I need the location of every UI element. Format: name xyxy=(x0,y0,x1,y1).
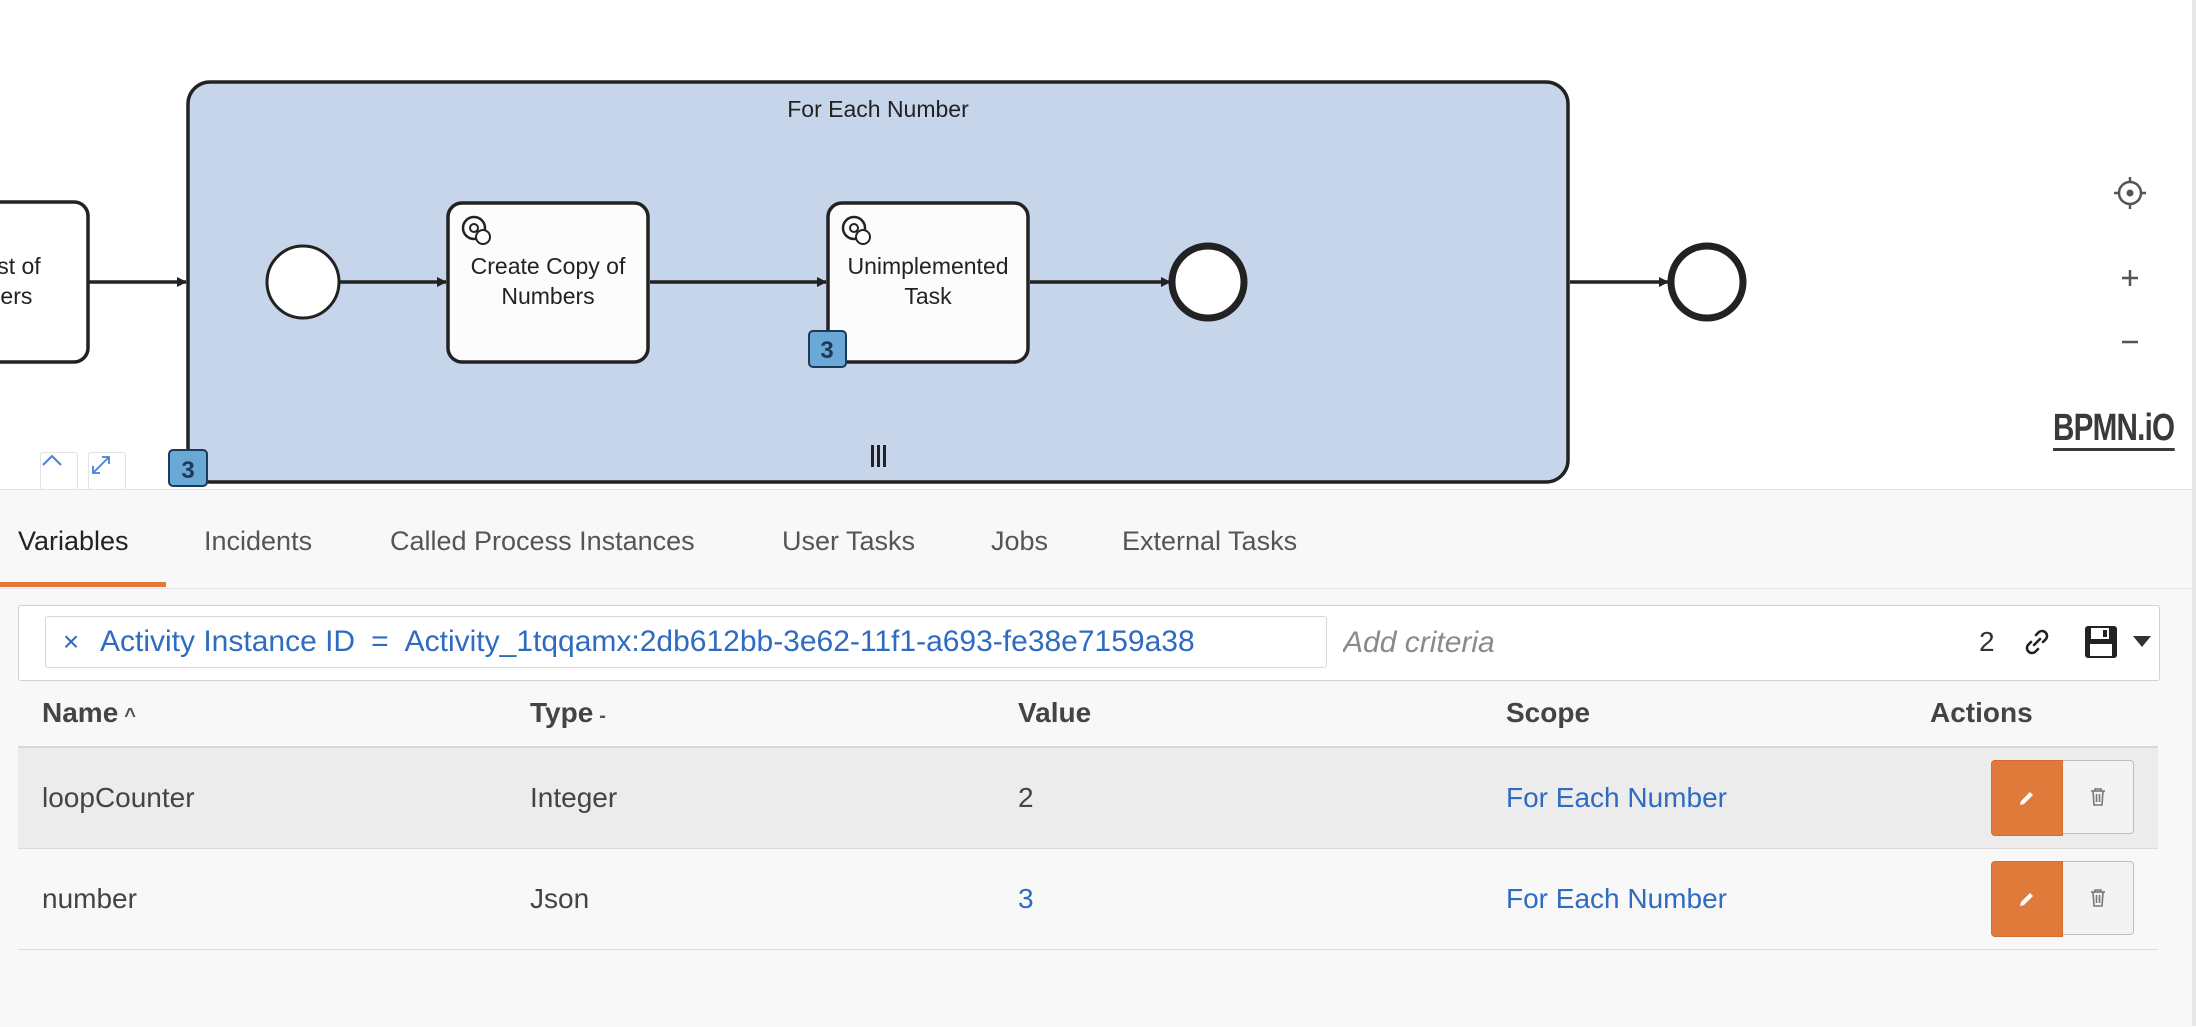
header-name-label: Name xyxy=(42,697,119,728)
end-event[interactable] xyxy=(1667,242,1747,322)
chevron-up-icon xyxy=(42,454,62,466)
cell-type: Json xyxy=(506,848,994,950)
tab-user-tasks[interactable]: User Tasks xyxy=(782,526,916,556)
subprocess-badge-text: 3 xyxy=(181,457,194,484)
task2-badge-text: 3 xyxy=(820,337,833,364)
bpmn-diagram-canvas[interactable]: List of bers For Each Number Create Copy… xyxy=(0,0,2192,489)
delete-variable-button[interactable] xyxy=(2063,760,2134,834)
subprocess-instance-badge[interactable] xyxy=(168,449,208,487)
prev-task-shape[interactable] xyxy=(0,200,90,364)
task2-label-line2: Task xyxy=(904,283,952,309)
tab-incidents[interactable]: Incidents xyxy=(204,526,313,556)
column-header-type[interactable]: Type- xyxy=(506,680,994,748)
table-row: number Json 3 For Each Number xyxy=(18,848,2158,950)
column-header-value: Value xyxy=(994,680,1482,748)
task1-label-line2: Numbers xyxy=(501,283,594,309)
window-right-border xyxy=(2192,0,2196,1026)
task-unimplemented[interactable] xyxy=(826,201,1030,364)
collapse-diagram-button[interactable] xyxy=(40,452,78,489)
table-header-row: Name^ Type- Value Scope Actions xyxy=(18,680,2158,748)
subprocess-title: For Each Number xyxy=(787,96,969,122)
value-link[interactable]: 3 xyxy=(1018,883,1034,914)
remove-filter-icon[interactable]: × xyxy=(62,626,80,657)
inner-end-event[interactable] xyxy=(1168,242,1248,322)
prev-task-label-line1: List of xyxy=(0,253,41,279)
column-header-name[interactable]: Name^ xyxy=(18,680,506,748)
task1-label-line1: Create Copy of xyxy=(471,253,626,279)
trash-icon xyxy=(2091,889,2105,907)
filter-chip-key[interactable]: Activity Instance ID xyxy=(100,625,356,658)
variables-table: Name^ Type- Value Scope Actions loopCoun… xyxy=(18,680,2158,950)
pencil-icon xyxy=(2020,792,2033,805)
delete-variable-button[interactable] xyxy=(2063,861,2134,935)
filter-chip[interactable]: × Activity Instance ID = Activity_1tqqam… xyxy=(45,616,1327,668)
detail-panel: Variables Incidents Called Process Insta… xyxy=(0,489,2192,1027)
edit-variable-button[interactable] xyxy=(1991,861,2063,937)
save-icon[interactable] xyxy=(2081,622,2121,662)
edit-variable-button[interactable] xyxy=(1991,760,2063,836)
tab-jobs[interactable]: Jobs xyxy=(991,526,1049,556)
filter-chip-value[interactable]: Activity_1tqqamx:2db612bb-3e62-11f1-a693… xyxy=(404,625,1195,658)
add-criteria-input[interactable] xyxy=(1341,622,1905,664)
trash-icon xyxy=(2091,788,2105,806)
column-header-scope: Scope xyxy=(1482,680,1906,748)
fullscreen-button[interactable] xyxy=(88,452,126,489)
filter-chip-operator[interactable]: = xyxy=(371,625,389,658)
link-icon[interactable] xyxy=(2019,624,2055,660)
start-event[interactable] xyxy=(265,244,341,320)
cell-value: 2 xyxy=(994,747,1482,849)
search-filter-bar[interactable]: × Activity Instance ID = Activity_1tqqam… xyxy=(18,605,2160,681)
cell-type: Integer xyxy=(506,747,994,849)
bpmn-io-logo[interactable]: BPMN.iO xyxy=(2053,407,2175,451)
prev-task-label-line2: bers xyxy=(0,283,32,309)
task-create-copy[interactable] xyxy=(446,201,650,364)
bpmn-diagram-svg: List of bers For Each Number Create Copy… xyxy=(0,80,1747,487)
gear-icon xyxy=(461,215,491,245)
scope-link[interactable]: For Each Number xyxy=(1506,883,1727,914)
sort-asc-icon[interactable]: ^ xyxy=(124,705,136,727)
sort-none-icon[interactable]: - xyxy=(599,705,606,727)
caret-down-icon[interactable] xyxy=(2133,636,2151,647)
column-header-actions: Actions xyxy=(1906,680,2158,748)
tab-external-tasks[interactable]: External Tasks xyxy=(1122,526,1298,556)
table-row: loopCounter Integer 2 For Each Number xyxy=(18,747,2158,849)
result-count: 2 xyxy=(1979,626,1995,657)
tab-called-process-instances[interactable]: Called Process Instances xyxy=(390,526,695,556)
scope-link[interactable]: For Each Number xyxy=(1506,782,1727,813)
cell-name: number xyxy=(18,848,506,950)
expand-arrows-icon xyxy=(92,456,110,474)
gear-icon xyxy=(841,215,871,245)
parallel-multi-instance-icon xyxy=(871,445,886,467)
cell-name: loopCounter xyxy=(18,747,506,849)
pencil-icon xyxy=(2020,893,2033,906)
header-type-label: Type xyxy=(530,697,594,728)
tab-variables[interactable]: Variables xyxy=(18,526,129,556)
task2-instance-badge[interactable] xyxy=(808,330,847,368)
active-tab-indicator xyxy=(0,582,166,587)
tab-bar: Variables Incidents Called Process Insta… xyxy=(0,490,2192,589)
task2-label-line1: Unimplemented xyxy=(847,253,1008,279)
